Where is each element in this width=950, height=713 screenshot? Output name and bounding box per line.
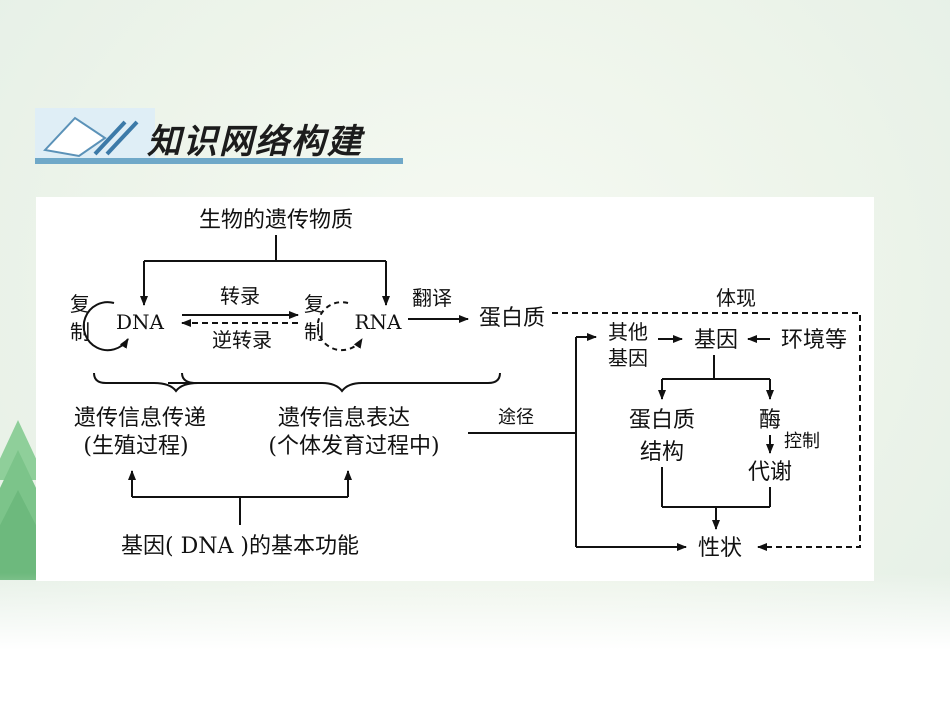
enzyme-label: 酶 bbox=[759, 408, 781, 433]
pathway-lines bbox=[468, 333, 687, 551]
basic-function-label: 基因( DNA )的基本功能 bbox=[121, 534, 359, 559]
dna-replication-label-top: 复 bbox=[70, 292, 90, 316]
metabolism-label: 代谢 bbox=[748, 460, 792, 485]
expression-brace bbox=[181, 372, 501, 393]
transmission-brace bbox=[93, 372, 199, 393]
transcription-label: 转录 bbox=[220, 284, 260, 308]
transmission-label: 遗传信息传递 bbox=[74, 406, 206, 431]
genetic-material-label: 生物的遗传物质 bbox=[199, 208, 353, 233]
section-header: 知识网络构建 bbox=[35, 108, 403, 164]
snow-ground-decoration bbox=[0, 573, 950, 713]
rna-replication-label-bottom: 制 bbox=[304, 320, 324, 344]
dna-label: DNA bbox=[116, 310, 165, 334]
expression-sub-label: (个体发育过程中) bbox=[268, 434, 439, 459]
protein-label: 蛋白质 bbox=[479, 306, 545, 331]
translation-label: 翻译 bbox=[412, 286, 452, 310]
protein-structure-label-top: 蛋白质 bbox=[629, 408, 695, 433]
material-branch-lines bbox=[140, 235, 390, 306]
transmission-sub-label: (生殖过程) bbox=[83, 434, 188, 459]
trait-merge-lines bbox=[661, 467, 771, 530]
dna-replication-loop bbox=[82, 301, 129, 352]
protein-structure-label-bottom: 结构 bbox=[640, 440, 684, 465]
rna-replication-label-top: 复 bbox=[304, 292, 324, 316]
basic-function-lines bbox=[128, 470, 352, 525]
dna-replication-label-bottom: 制 bbox=[70, 320, 90, 344]
embody-label: 体现 bbox=[716, 286, 756, 310]
other-genes-label-top: 其他 bbox=[608, 320, 648, 344]
expression-label: 遗传信息表达 bbox=[278, 406, 410, 431]
book-icon bbox=[35, 108, 155, 158]
other-genes-label-bottom: 基因 bbox=[608, 346, 648, 370]
gene-branch-lines bbox=[658, 355, 774, 400]
embody-dashed-line bbox=[552, 312, 861, 551]
gene-label: 基因 bbox=[694, 328, 738, 353]
header-underline bbox=[35, 158, 403, 164]
rna-replication-loop bbox=[316, 301, 363, 352]
reverse-transcription-label: 逆转录 bbox=[212, 328, 272, 352]
section-title: 知识网络构建 bbox=[147, 122, 363, 162]
environment-label: 环境等 bbox=[781, 328, 847, 353]
rna-label: RNA bbox=[354, 310, 402, 334]
trait-label: 性状 bbox=[698, 536, 742, 561]
pathway-label: 途径 bbox=[498, 407, 534, 428]
knowledge-network-diagram: 生物的遗传物质 复 制 DNA 转录 逆转录 复 制 RNA 翻译 蛋白质 体现… bbox=[36, 197, 874, 581]
control-label: 控制 bbox=[784, 431, 820, 452]
